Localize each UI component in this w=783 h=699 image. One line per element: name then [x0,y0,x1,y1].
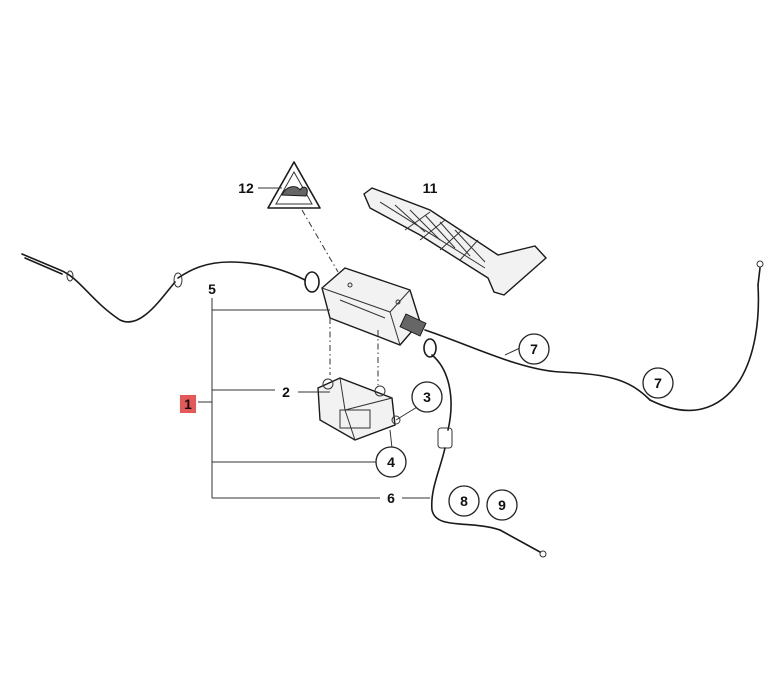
right-brake-cable [424,260,764,412]
actuator-unit [321,267,427,346]
left-brake-cable [21,253,320,323]
svg-text:6: 6 [387,490,395,506]
svg-text:1: 1 [184,396,192,412]
callout-9: 9 [486,489,518,521]
callout-7a: 7 [518,333,550,365]
callout-3: 3 [411,381,443,413]
callout-1: 1 [180,395,196,413]
warning-label [267,161,339,273]
svg-text:7: 7 [654,375,662,391]
lower-brake-cable [423,338,547,558]
bracket [317,377,396,441]
callout-11: 11 [423,180,438,196]
release-handle [363,187,547,296]
callout-4: 4 [375,446,407,478]
svg-text:7: 7 [530,341,538,357]
callout-7b: 7 [642,367,674,399]
svg-text:11: 11 [423,180,438,196]
leader-lines [198,187,521,499]
svg-text:5: 5 [208,281,216,297]
callout-5: 5 [208,281,216,297]
callout-6: 6 [387,490,395,506]
svg-text:4: 4 [387,454,395,470]
svg-text:12: 12 [238,180,254,196]
svg-text:2: 2 [282,384,290,400]
screws [329,318,401,425]
callout-8: 8 [448,485,480,517]
callout-12: 12 [238,180,254,196]
svg-text:3: 3 [423,389,431,405]
svg-text:8: 8 [460,493,468,509]
callout-2: 2 [282,384,290,400]
svg-text:9: 9 [498,497,506,513]
